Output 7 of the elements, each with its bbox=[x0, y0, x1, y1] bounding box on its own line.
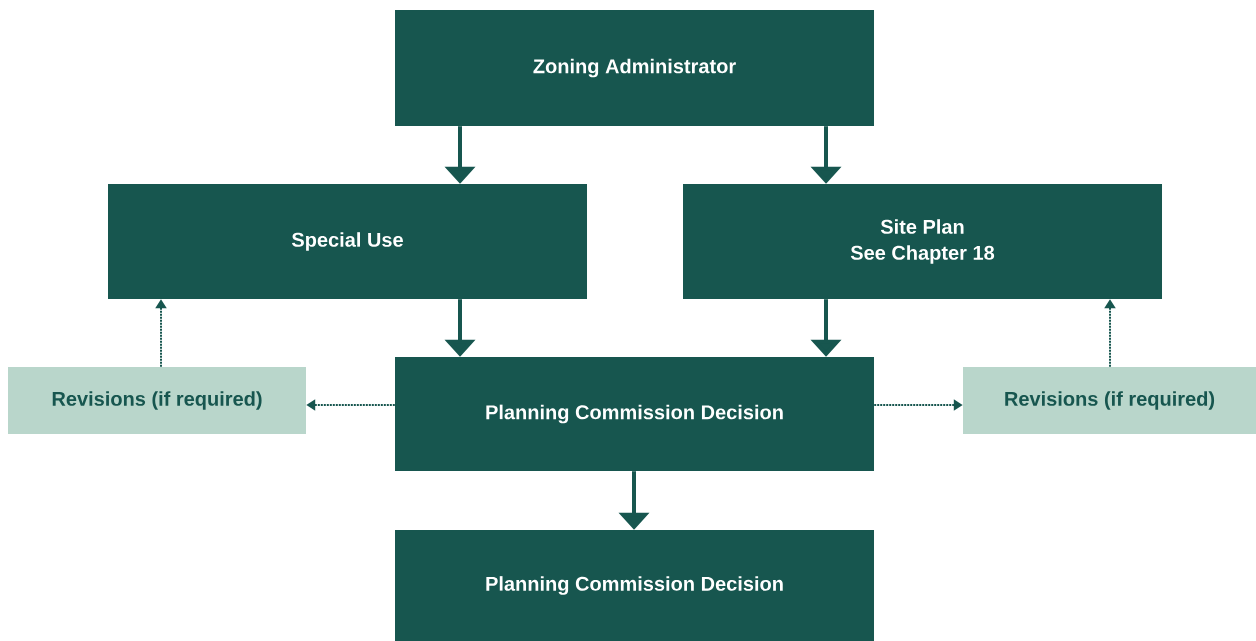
process-box: Zoning Administrator bbox=[395, 10, 874, 126]
process-box: Site Plan See Chapter 18 bbox=[683, 184, 1162, 299]
process-box: Planning Commission Decision bbox=[395, 357, 874, 471]
revision-box: Revisions (if required) bbox=[8, 367, 306, 434]
revision-box: Revisions (if required) bbox=[963, 367, 1256, 434]
process-box: Planning Commission Decision bbox=[395, 530, 874, 641]
process-box: Special Use bbox=[108, 184, 587, 299]
